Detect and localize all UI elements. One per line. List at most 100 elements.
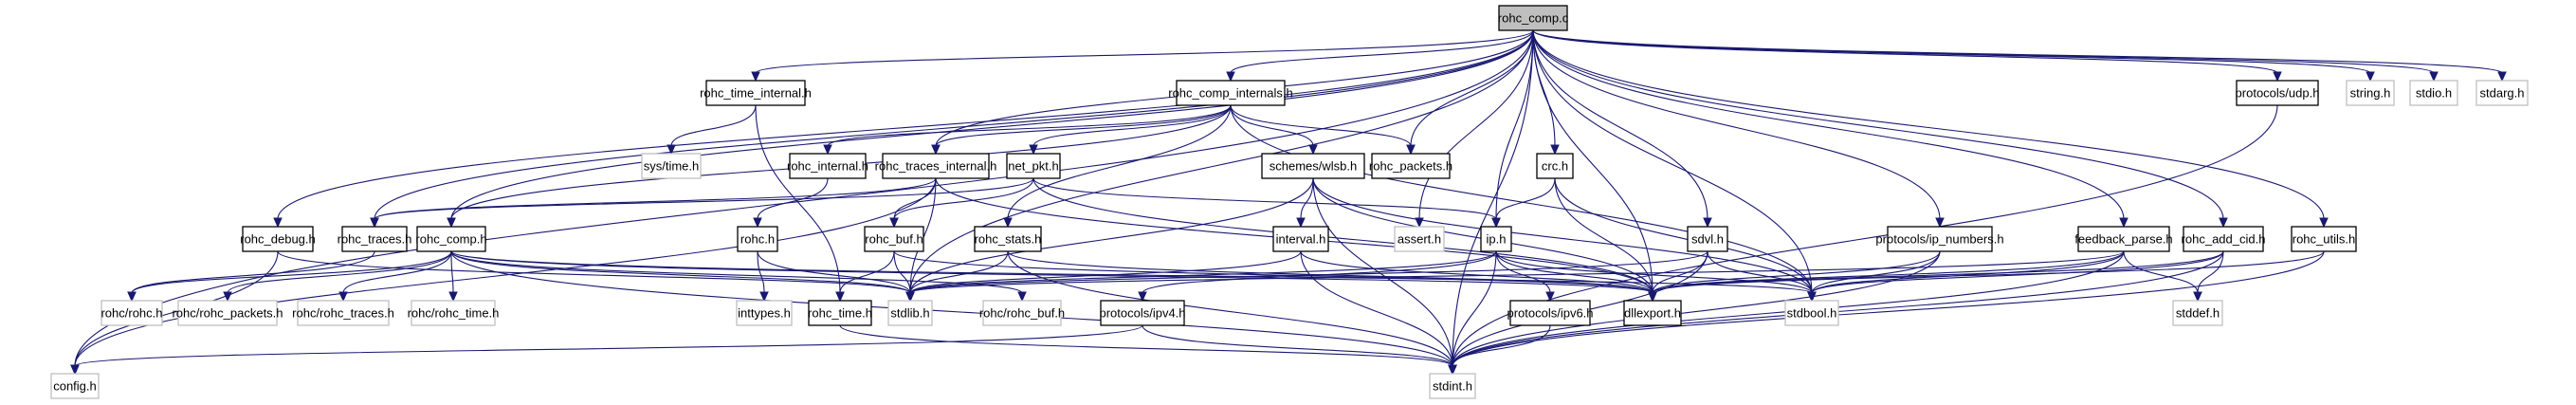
edge-rohc_comp_c-to-rohc_debug_h <box>273 29 1534 229</box>
node-schemes-wlsb-h[interactable]: schemes/wlsb.h <box>1261 153 1365 179</box>
arrowhead-icon <box>1491 217 1501 229</box>
node-dllexport-h[interactable]: dllexport.h <box>1623 300 1682 326</box>
node-label: rohc_comp_internals.h <box>1168 86 1293 101</box>
node-config-h: config.h <box>50 373 100 399</box>
arrowhead-icon <box>1648 291 1657 303</box>
node-rohc-time-h[interactable]: rohc_time.h <box>808 300 872 326</box>
node-label: rohc_stats.h <box>975 232 1042 247</box>
node-box <box>1429 373 1476 399</box>
node-rohc-h[interactable]: rohc.h <box>737 226 778 252</box>
edge-line <box>1811 250 2224 294</box>
node-rohc-buf-h[interactable]: rohc_buf.h <box>864 226 924 252</box>
node-rohc-stats-h[interactable]: rohc_stats.h <box>974 226 1042 252</box>
node-rohc-comp-h[interactable]: rohc_comp.h <box>415 226 487 252</box>
node-rohc-comp-c[interactable]: rohc_comp.c <box>1498 5 1569 31</box>
node-rohc-traces-internal-h[interactable]: rohc_traces_internal.h <box>875 153 997 179</box>
node-net-pkt-h[interactable]: net_pkt.h <box>1006 153 1061 179</box>
node-rohc-rohc-time-h: rohc/rohc_time.h <box>408 300 500 326</box>
node-rohc-rohc-traces-h: rohc/rohc_traces.h <box>292 300 394 326</box>
edge-rohc_comp_h-to-rohc_rohc_buf_h <box>450 250 1027 303</box>
node-protocols-ipv6-h[interactable]: protocols/ipv6.h <box>1507 300 1594 326</box>
node-crc-h[interactable]: crc.h <box>1536 153 1574 179</box>
edge-line <box>342 250 452 294</box>
node-protocols-ipv4-h[interactable]: protocols/ipv4.h <box>1099 300 1186 326</box>
arrowhead-icon <box>835 291 845 303</box>
node-protocols-ip-numbers-h[interactable]: protocols/ip_numbers.h <box>1875 226 2004 252</box>
node-ip-h[interactable]: ip.h <box>1480 226 1512 252</box>
node-label: rohc/rohc_packets.h <box>172 306 283 321</box>
node-rohc-comp-internals-h[interactable]: rohc_comp_internals.h <box>1168 80 1293 106</box>
node-label: stdint.h <box>1433 379 1472 394</box>
node-label: rohc_comp.h <box>415 232 486 247</box>
arrowhead-icon <box>1296 217 1306 229</box>
node-label: rohc/rohc_traces.h <box>292 306 394 321</box>
arrowhead-icon <box>1550 144 1560 156</box>
edge-line <box>755 104 841 294</box>
node-label: rohc/rohc_time.h <box>408 306 500 321</box>
edge-line <box>1230 104 1412 147</box>
node-rohc-traces-h[interactable]: rohc_traces.h <box>338 226 412 252</box>
edge-rohc_comp_internals_h-to-rohc_packets_h <box>1230 104 1416 156</box>
node-rohc-packets-h[interactable]: rohc_packets.h <box>1369 153 1452 179</box>
edge-line <box>1312 177 1453 367</box>
arrowhead-icon <box>2366 71 2375 83</box>
edge-rohc_debug_h-to-stdlib_h <box>277 250 915 303</box>
node-feedback-parse-h[interactable]: feedback_parse.h <box>2074 226 2173 252</box>
edge-line <box>1532 29 2125 220</box>
node-label: protocols/ipv6.h <box>1507 306 1593 321</box>
node-label: dllexport.h <box>1624 306 1681 321</box>
node-box <box>737 226 778 252</box>
node-label: rohc_internal.h <box>787 159 868 174</box>
edge-line <box>1532 29 1556 147</box>
node-label: rohc_packets.h <box>1369 159 1452 174</box>
node-box <box>1371 153 1451 179</box>
edge-line <box>1418 29 1534 220</box>
node-rohc-time-internal-h[interactable]: rohc_time_internal.h <box>700 80 812 106</box>
node-rohc-internal-h[interactable]: rohc_internal.h <box>787 153 868 179</box>
edge-line <box>909 250 1708 294</box>
node-label: inttypes.h <box>738 306 791 321</box>
edge-rohc_time_internal_h-to-sys_time_h <box>667 104 757 156</box>
node-label: rohc_time_internal.h <box>700 86 812 101</box>
node-box <box>177 300 278 326</box>
edge-line <box>1532 29 2325 220</box>
node-label: stdlib.h <box>890 306 929 321</box>
edge-crc_h-to-stdbool_h <box>1554 177 1817 303</box>
edge-line <box>1532 29 2224 220</box>
edge-rohc_comp_c-to-rohc_add_cid_h <box>1532 29 2228 229</box>
node-label: rohc_traces.h <box>338 232 412 247</box>
node-sdvl-h[interactable]: sdvl.h <box>1687 226 1728 252</box>
edge-line <box>1652 250 2325 294</box>
edge-line <box>1532 29 1813 294</box>
edge-rohc_comp_c-to-ip_h <box>1491 29 1534 229</box>
edge-schemes_wlsb_h-to-interval_h <box>1296 177 1314 229</box>
node-protocols-udp-h[interactable]: protocols/udp.h <box>2236 80 2320 106</box>
node-box <box>416 226 486 252</box>
node-rohc-debug-h[interactable]: rohc_debug.h <box>240 226 316 252</box>
edge-line <box>909 250 2125 294</box>
node-box <box>411 300 496 326</box>
node-box <box>2077 226 2170 252</box>
edge-line <box>757 177 829 220</box>
node-label: schemes/wlsb.h <box>1270 159 1357 174</box>
node-label: rohc/rohc_buf.h <box>979 306 1065 321</box>
arrowhead-icon <box>447 217 456 229</box>
node-label: rohc_buf.h <box>865 232 923 247</box>
node-interval-h[interactable]: interval.h <box>1272 226 1329 252</box>
edge-line <box>1532 29 2503 74</box>
edge-rohc_comp_c-to-rohc_comp_internals_h <box>1226 29 1534 83</box>
arrowhead-icon <box>889 217 899 229</box>
node-box <box>2476 80 2529 106</box>
node-label: rohc_utils.h <box>2293 232 2355 247</box>
node-label: sdvl.h <box>1691 232 1724 247</box>
edge-rohc_time_h-to-stdint_h <box>839 324 1457 376</box>
node-rohc-add-cid-h[interactable]: rohc_add_cid.h <box>2182 226 2266 252</box>
edge-line <box>1495 250 1551 294</box>
edge-line <box>1007 250 1453 367</box>
node-stdio-h: stdio.h <box>2409 80 2458 106</box>
edge-line <box>1452 104 2278 367</box>
edge-rohc_utils_h-to-dllexport_h <box>1648 250 2325 303</box>
node-rohc-utils-h[interactable]: rohc_utils.h <box>2291 226 2357 252</box>
edge-net_pkt_h-to-rohc_buf_h <box>889 177 1034 229</box>
